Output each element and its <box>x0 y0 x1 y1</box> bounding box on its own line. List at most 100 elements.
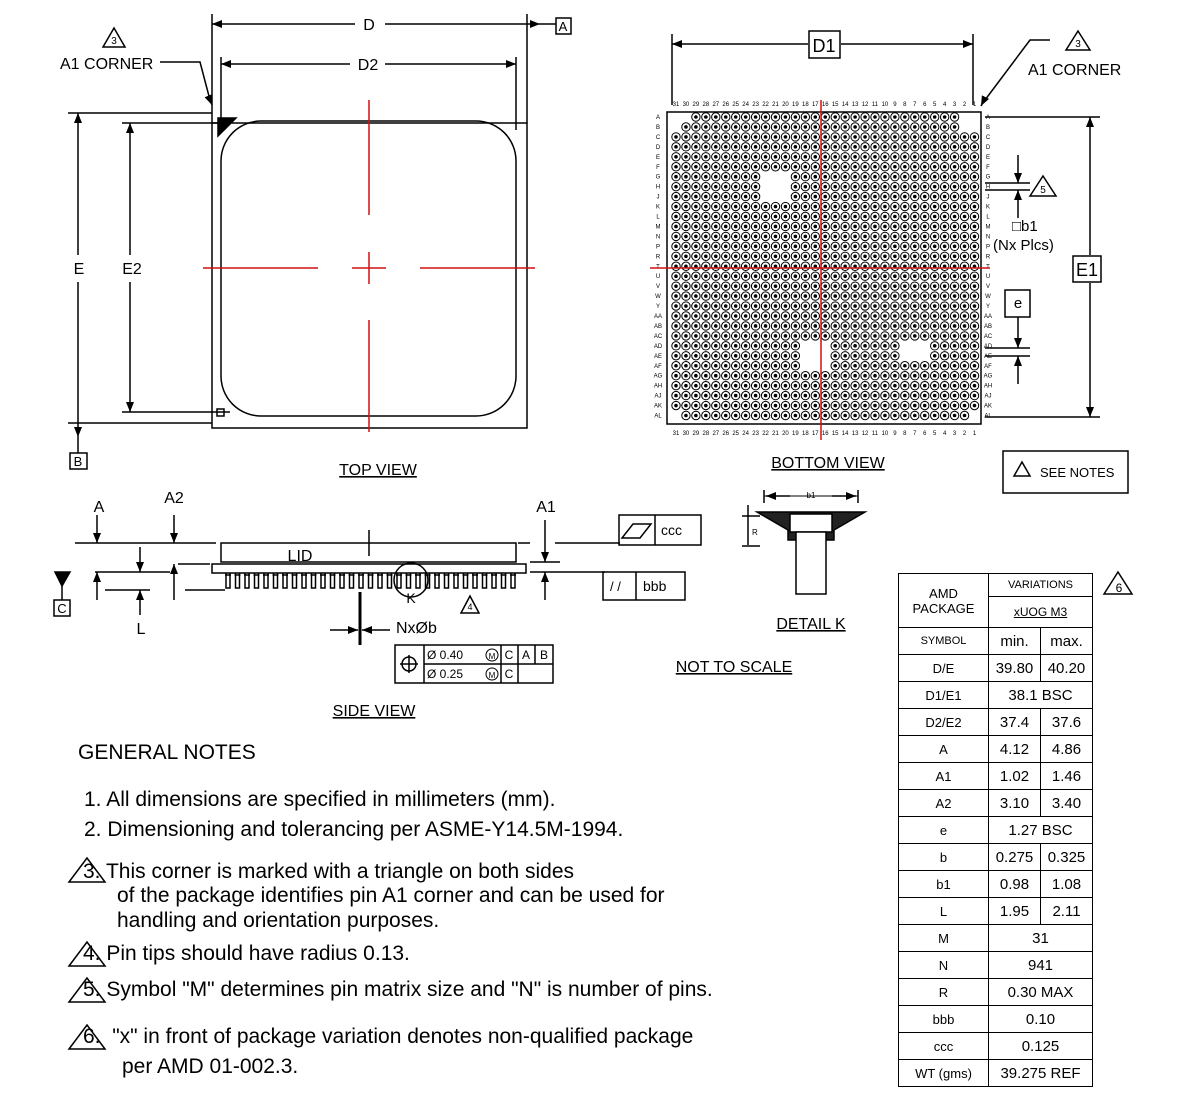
pin-center <box>873 155 877 159</box>
pin-center <box>903 164 907 169</box>
pin-center <box>903 224 907 229</box>
pin-G10 <box>880 172 890 182</box>
pin-center <box>763 115 768 119</box>
pin-R22 <box>760 251 771 261</box>
pin-center <box>733 254 738 259</box>
pin-N12 <box>860 231 870 242</box>
pin-Y6 <box>920 301 930 311</box>
pin-center <box>684 174 688 179</box>
pin-L26 <box>721 211 731 222</box>
row-label: E <box>986 155 990 161</box>
pin-J13 <box>850 191 860 202</box>
pin-center <box>704 284 708 288</box>
pin-center <box>843 244 847 249</box>
pin-AJ4 <box>939 390 950 401</box>
pin-center <box>843 234 847 239</box>
pin-center <box>733 354 738 358</box>
pin-center <box>704 155 708 159</box>
pin-center <box>962 254 967 259</box>
pin-center <box>674 224 678 229</box>
pin-center <box>743 184 748 189</box>
pin-center <box>853 164 857 169</box>
pin-AE14 <box>840 351 850 361</box>
column-label: 11 <box>872 431 879 437</box>
value-cell: 38.1 BSC <box>988 681 1093 709</box>
pin-center <box>883 194 887 199</box>
pin-center <box>763 393 768 398</box>
pin-center <box>883 284 887 288</box>
pin-center <box>913 135 917 139</box>
pin-AH26 <box>721 380 731 391</box>
pin-center <box>753 164 758 169</box>
pin-center <box>972 373 977 378</box>
pin-H26 <box>721 181 731 192</box>
pin-center <box>704 125 708 129</box>
pin-center <box>883 324 887 328</box>
pin-center <box>823 234 828 239</box>
pin-N9 <box>890 231 900 242</box>
pin-A19 <box>790 112 801 122</box>
pin-center <box>922 363 927 368</box>
pin-J12 <box>860 191 870 202</box>
pin-center <box>743 324 748 328</box>
pin-F4 <box>939 162 950 172</box>
detail-k-circle <box>393 562 429 598</box>
pin-B11 <box>870 122 880 132</box>
pin-B19 <box>790 122 801 132</box>
pin-center <box>833 214 838 219</box>
pin-center <box>813 164 818 169</box>
pin-J19 <box>790 191 801 202</box>
pin-B7 <box>910 122 920 132</box>
pin-center <box>674 244 678 249</box>
pin-A24 <box>740 112 751 122</box>
pin-center <box>873 413 877 418</box>
pin-AF23 <box>750 361 761 371</box>
pin-center <box>873 194 877 199</box>
pin-center <box>763 334 768 338</box>
pin-U13 <box>850 271 860 281</box>
pin-C2 <box>959 132 970 142</box>
pin-E17 <box>810 152 820 162</box>
dim-l-label: L <box>137 621 146 638</box>
pin-J25 <box>731 191 741 202</box>
pin-N22 <box>760 231 771 242</box>
pin-center <box>753 344 758 348</box>
pin-center <box>753 224 758 229</box>
pin-AH19 <box>790 380 801 391</box>
pin-center <box>714 224 718 229</box>
pin-AC13 <box>850 331 860 341</box>
pin-center <box>714 254 718 259</box>
pin-C21 <box>770 132 781 142</box>
pin-B27 <box>711 122 721 132</box>
pin-AD21 <box>770 341 781 351</box>
pin-AL7 <box>910 410 920 421</box>
pin-center <box>952 274 957 279</box>
pin-center <box>803 145 808 149</box>
pin-center <box>733 373 738 378</box>
pin-A8 <box>900 112 910 122</box>
note-text: "x" in front of package variation denote… <box>112 1025 694 1048</box>
pin-Y22 <box>760 301 771 311</box>
pin-AL24 <box>740 410 751 421</box>
pin-center <box>843 264 847 269</box>
pin-AL22 <box>760 410 771 421</box>
row-label: M <box>656 224 661 230</box>
note-text: Dimensioning and tolerancing per ASME-Y1… <box>107 818 624 841</box>
value-cell: 39.80 <box>988 654 1041 682</box>
row-label: AC <box>654 334 663 340</box>
pin-AJ29 <box>691 390 701 401</box>
pin-C27 <box>711 132 721 142</box>
pin-center <box>684 125 688 129</box>
pin-center <box>883 383 887 388</box>
pin-AD28 <box>701 341 711 351</box>
mmc-modifier: M <box>489 652 496 661</box>
pin-center <box>833 304 838 308</box>
pin-center <box>753 184 758 189</box>
pin-AH27 <box>711 380 721 391</box>
pin-center <box>853 135 857 139</box>
pin-center <box>813 244 818 249</box>
pin-center <box>903 145 907 149</box>
pin-AJ23 <box>750 390 761 401</box>
pin-AJ17 <box>810 390 820 401</box>
pin-center <box>833 274 838 279</box>
